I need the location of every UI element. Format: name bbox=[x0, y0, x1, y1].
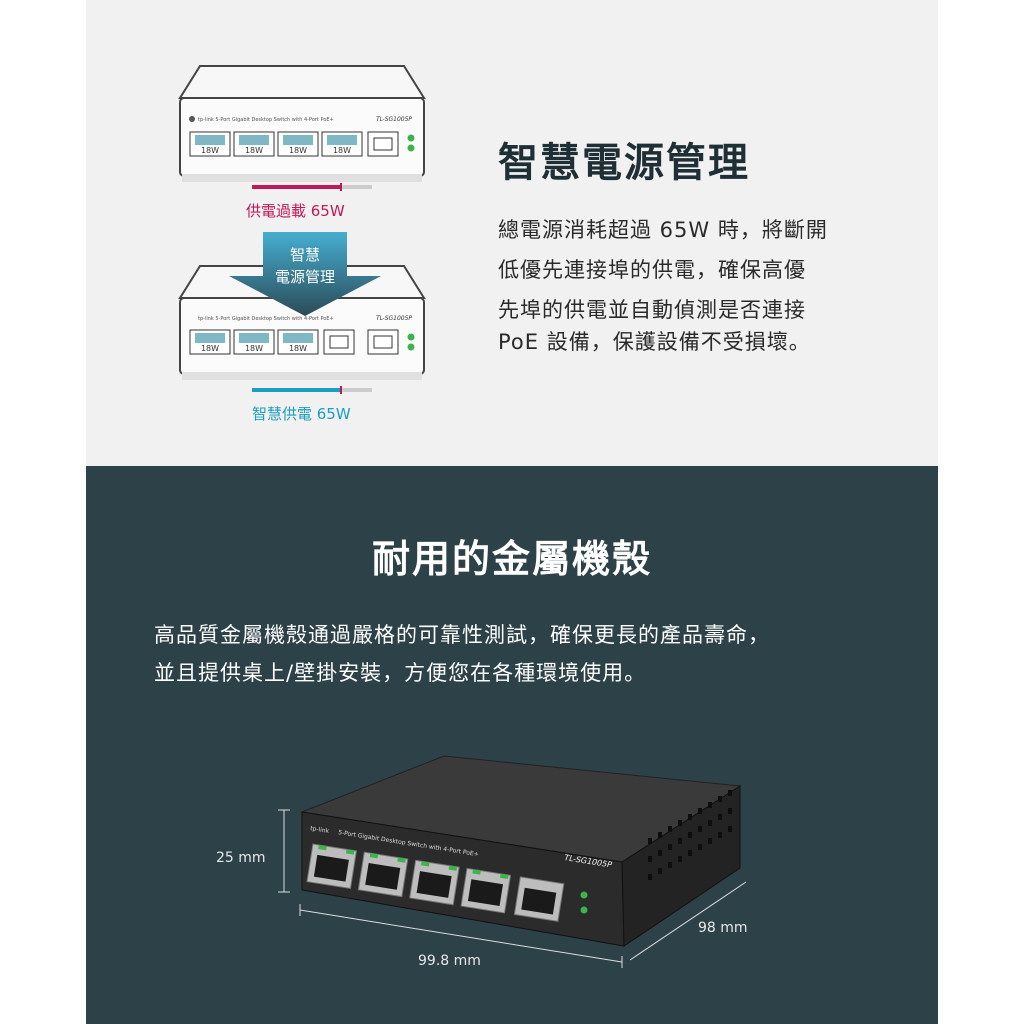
smart-power-bar bbox=[252, 386, 372, 394]
height-dimension: 25 mm bbox=[216, 850, 266, 866]
banner-line1: 智慧 bbox=[289, 246, 320, 264]
smart-power-section: tp-link 5-Port Gigabit Desktop Switch wi… bbox=[86, 0, 938, 466]
metal-case-desc-1: 高品質金屬機殼通過嚴格的可靠性測試，確保更長的產品壽命， bbox=[154, 623, 770, 647]
smart-power-desc-3: 先埠的供電並自動偵測是否連接 bbox=[498, 298, 806, 322]
overload-power-bar bbox=[252, 183, 372, 191]
port-power-label: 18W bbox=[245, 146, 263, 155]
switch-overload-illustration: tp-link 5-Port Gigabit Desktop Switch wi… bbox=[178, 65, 426, 182]
overload-label: 供電過載 65W bbox=[246, 202, 345, 220]
smart-power-desc-4: PoE 設備，保護設備不受損壞。 bbox=[498, 330, 811, 354]
port-power-label: 18W bbox=[201, 344, 219, 353]
page-frame: tp-link 5-Port Gigabit Desktop Switch wi… bbox=[86, 0, 938, 1024]
svg-text:tp-link 5-Port Gigabit Deskt: tp-link 5-Port Gigabit Desktop Switch wi… bbox=[198, 316, 334, 322]
banner-line2: 電源管理 bbox=[274, 268, 335, 286]
port-power-label: 18W bbox=[333, 146, 351, 155]
smart-power-desc-2: 低優先連接埠的供電，確保高優 bbox=[498, 258, 806, 282]
metal-case-section: 耐用的金屬機殼 高品質金屬機殼通過嚴格的可靠性測試，確保更長的產品壽命， 並且提… bbox=[86, 466, 938, 1024]
metal-case-title: 耐用的金屬機殼 bbox=[371, 537, 652, 581]
smart-power-title: 智慧電源管理 bbox=[498, 140, 750, 186]
switch-smart-illustration: tp-link 5-Port Gigabit Desktop Switch wi… bbox=[178, 265, 426, 380]
smart-power-desc-1: 總電源消耗超過 65W 時，將斷開 bbox=[498, 218, 828, 242]
width-dimension: 99.8 mm bbox=[418, 953, 481, 969]
smart-power-arrow bbox=[229, 232, 381, 316]
svg-text:TL-SG1005P: TL-SG1005P bbox=[376, 116, 412, 123]
port-power-label: 18W bbox=[289, 344, 307, 353]
metal-switch-image: tp-link 5-Port Gigabit Desktop Switch wi… bbox=[300, 755, 742, 947]
depth-dimension: 98 mm bbox=[698, 920, 748, 936]
port-power-label: 18W bbox=[289, 146, 307, 155]
svg-text:TL-SG1005P: TL-SG1005P bbox=[376, 315, 412, 322]
smart-label: 智慧供電 65W bbox=[252, 405, 351, 423]
brand-logo-text: tp-link bbox=[310, 825, 330, 835]
dimension-lines bbox=[278, 809, 747, 968]
metal-case-desc-2: 並且提供桌上/壁掛安裝，方便您在各種環境使用。 bbox=[154, 661, 647, 685]
port-power-label: 18W bbox=[201, 146, 219, 155]
svg-text:tp-link 5-Port Gigabit Deskt: tp-link 5-Port Gigabit Desktop Switch wi… bbox=[198, 117, 334, 123]
port-power-label: 18W bbox=[245, 344, 263, 353]
